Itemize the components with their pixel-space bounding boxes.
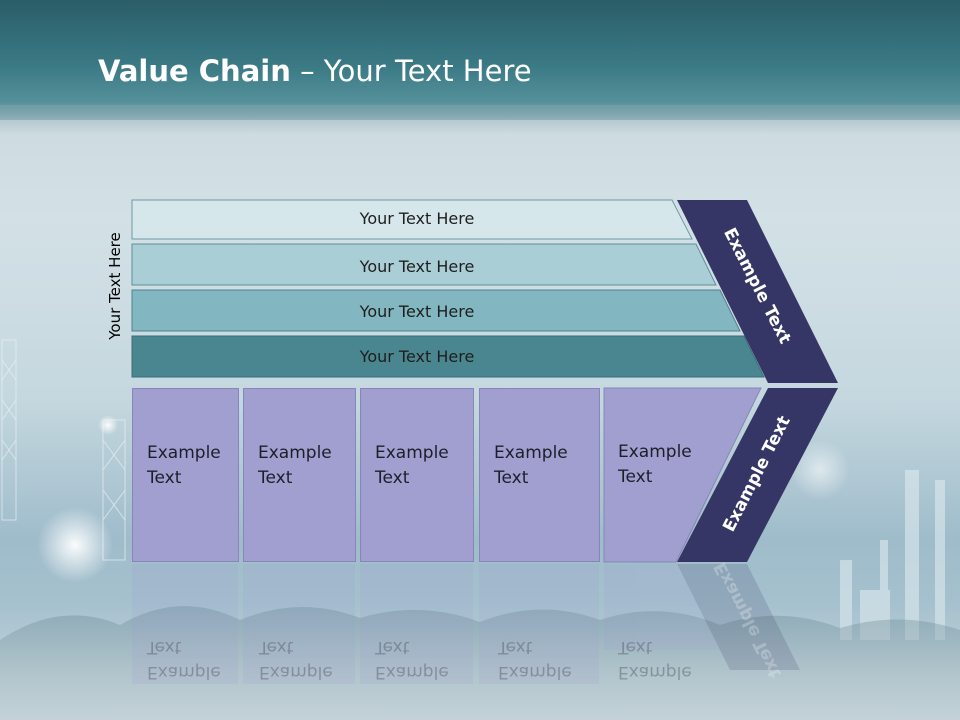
band-2-label: Your Text Here [359, 257, 475, 276]
band-4-label: Your Text Here [359, 347, 475, 366]
chevron-bottom [677, 388, 838, 562]
box-3-line1: Example [375, 443, 449, 463]
header-fade [0, 105, 960, 135]
band-2 [131, 243, 717, 286]
band-3-label: Your Text Here [359, 302, 475, 321]
box-4-line2: Text [494, 468, 529, 488]
box-3-line2: Text [375, 468, 410, 488]
band-1-label: Your Text Here [359, 209, 475, 228]
box-5-shape [603, 387, 762, 563]
box-2-line1: Example [258, 443, 332, 463]
box-4-line1: Example [494, 443, 568, 463]
box-1-line1: Example [147, 443, 221, 463]
title-rest: – Your Text Here [290, 54, 532, 88]
band-3 [131, 289, 741, 332]
box-5-line1: Example [618, 442, 692, 462]
header-bar [0, 0, 960, 120]
page-title: Value Chain – Your Text Here [98, 54, 532, 88]
box-5-line2: Text [618, 467, 653, 487]
band-1 [131, 199, 693, 240]
box-2-line2: Text [258, 468, 293, 488]
chevron-top [677, 200, 838, 383]
band-4 [131, 335, 765, 378]
title-bold: Value Chain [98, 54, 291, 88]
box-1-line2: Text [147, 468, 182, 488]
